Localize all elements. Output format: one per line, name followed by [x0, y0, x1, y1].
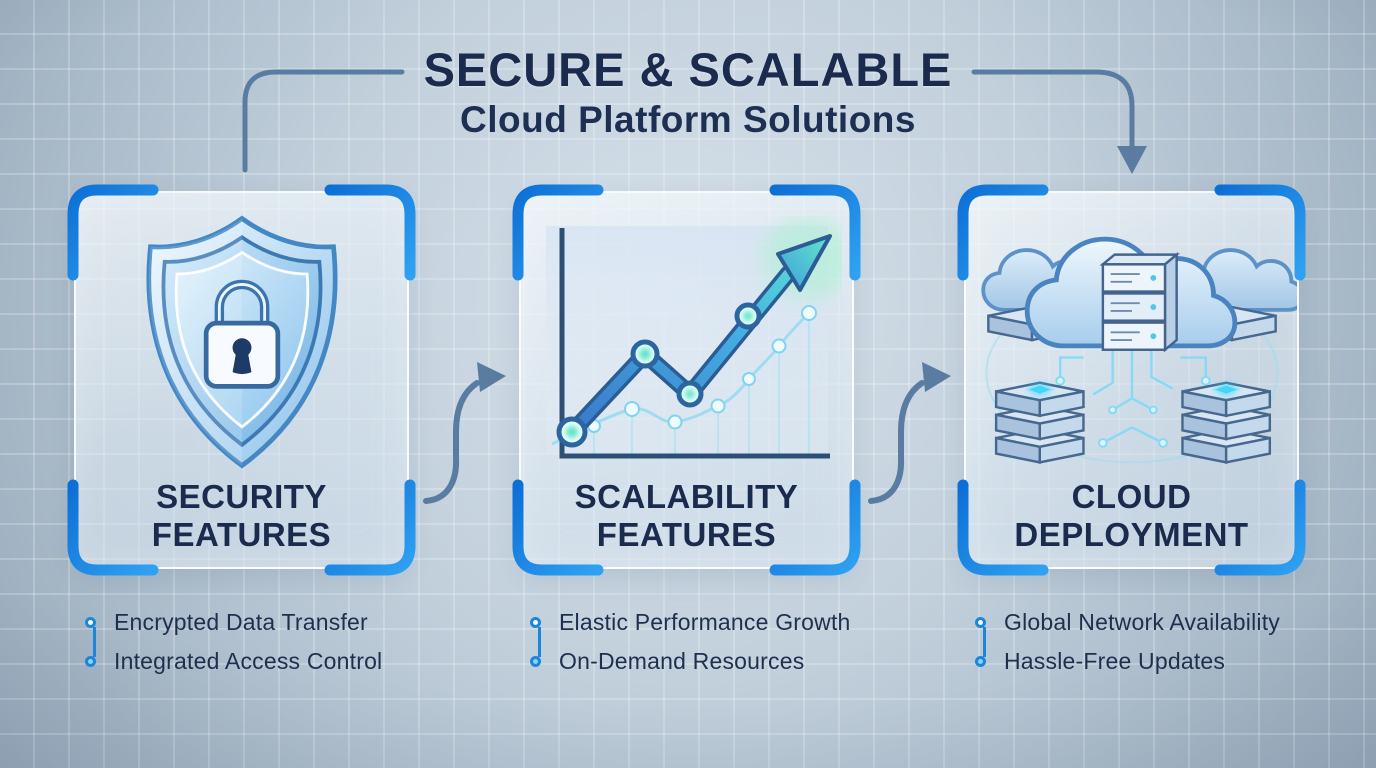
card1-to-card2-arrow [423, 380, 480, 504]
title-right-connector [971, 69, 1135, 149]
card2-to-card3-arrow [868, 380, 925, 504]
bullet-connector-line [537, 627, 541, 657]
card-security-features: SECURITY FEATURES [63, 180, 420, 580]
card-title-line: FEATURES [596, 516, 777, 553]
shield-lock-icon [145, 215, 338, 469]
bullet-label: Integrated Access Control [114, 648, 383, 674]
list-item: Hassle-Free Updates [975, 642, 1375, 681]
card-title-line: CLOUD [1071, 478, 1192, 515]
bullet-label: On-Demand Resources [559, 648, 805, 674]
bullet-connector-line [92, 627, 96, 657]
bullet-dot-icon [530, 656, 541, 667]
bullet-label: Encrypted Data Transfer [114, 609, 368, 635]
list-item: Global Network Availability [975, 603, 1375, 642]
bullet-list-cloud: Global Network Availability Hassle-Free … [975, 603, 1375, 681]
right-arrowhead-2 [922, 362, 951, 392]
card-title-line: DEPLOYMENT [1014, 516, 1249, 553]
card-title-line: SECURITY [156, 478, 327, 515]
bullet-dot-icon [85, 617, 96, 628]
card-title-scalability: SCALABILITY FEATURES [508, 478, 865, 554]
bullet-dot-icon [975, 656, 986, 667]
page-title-line2: Cloud Platform Solutions [460, 99, 916, 140]
bullet-dot-icon [85, 656, 96, 667]
down-arrowhead [1117, 146, 1147, 174]
bullet-dot-icon [530, 617, 541, 628]
page-title: SECURE & SCALABLE Cloud Platform Solutio… [0, 42, 1376, 142]
card-cloud-deployment: CLOUD DEPLOYMENT [953, 180, 1310, 580]
card-title-line: FEATURES [151, 516, 332, 553]
cloud-servers-icon [980, 202, 1297, 464]
corner-brackets [67, 184, 416, 576]
bullet-label: Elastic Performance Growth [559, 609, 851, 635]
bullet-connector-line [982, 627, 986, 657]
corner-brackets [512, 184, 861, 576]
bullet-label: Global Network Availability [1004, 609, 1280, 635]
card-title-cloud: CLOUD DEPLOYMENT [953, 478, 1310, 554]
bullet-dot-icon [975, 617, 986, 628]
growth-chart-icon [545, 218, 842, 459]
list-item: On-Demand Resources [530, 642, 930, 681]
list-item: Encrypted Data Transfer [85, 603, 485, 642]
page-title-line1: SECURE & SCALABLE [423, 43, 953, 96]
right-arrowhead-1 [477, 362, 506, 392]
card-title-security: SECURITY FEATURES [63, 478, 420, 554]
list-item: Elastic Performance Growth [530, 603, 930, 642]
card-title-line: SCALABILITY [574, 478, 799, 515]
title-left-connector [242, 69, 405, 173]
list-item: Integrated Access Control [85, 642, 485, 681]
bullet-label: Hassle-Free Updates [1004, 648, 1226, 674]
bullet-list-security: Encrypted Data Transfer Integrated Acces… [85, 603, 485, 681]
corner-brackets [957, 184, 1306, 576]
bullet-list-scalability: Elastic Performance Growth On-Demand Res… [530, 603, 930, 681]
card-scalability-features: SCALABILITY FEATURES [508, 180, 865, 580]
